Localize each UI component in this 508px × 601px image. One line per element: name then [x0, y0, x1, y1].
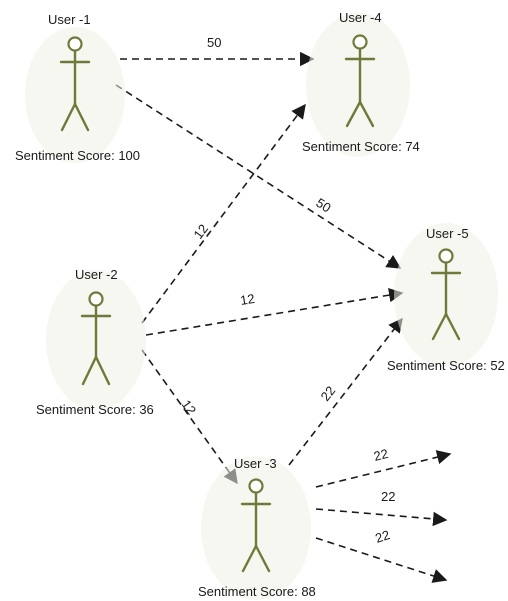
edge-labels: 50 50 12 12 12 22 22 22 22 [179, 35, 396, 546]
edge-label-user3-user5: 22 [318, 383, 339, 404]
edge-label-user3-out-1: 22 [372, 446, 390, 464]
edge-user2-user5 [145, 287, 404, 336]
edge-label-user2-user5: 12 [239, 291, 256, 308]
actor-user-2[interactable]: User -2 Sentiment Score: 36 [36, 267, 154, 417]
edge-user2-user4 [141, 103, 306, 324]
actor-name-user-3: User -3 [234, 456, 277, 471]
user-icon [344, 34, 376, 128]
edge-user1-user5 [115, 84, 402, 269]
user-icon [59, 36, 91, 132]
user-icon [430, 248, 462, 341]
sentiment-score-user-2: Sentiment Score: 36 [36, 402, 154, 417]
sentiment-score-user-1: Sentiment Score: 100 [15, 148, 140, 163]
user-icon [80, 291, 112, 386]
edge-label-user1-user5: 50 [313, 195, 333, 215]
edge-user3-user5 [288, 317, 403, 466]
edges [115, 51, 452, 583]
edge-label-user1-user4: 50 [207, 35, 221, 50]
actor-name-user-5: User -5 [426, 226, 469, 241]
edge-user2-user3 [141, 349, 238, 485]
edge-label-user2-user4: 12 [190, 221, 211, 242]
sentiment-score-user-3: Sentiment Score: 88 [198, 584, 316, 599]
actor-user-5[interactable]: User -5 Sentiment Score: 52 [387, 223, 505, 373]
sentiment-score-user-4: Sentiment Score: 74 [302, 139, 420, 154]
edge-label-user3-out-2: 22 [381, 489, 395, 504]
user-icon [240, 478, 272, 573]
actor-name-user-2: User -2 [75, 267, 118, 282]
actor-name-user-4: User -4 [339, 10, 382, 25]
edge-user3-out-3 [315, 537, 448, 583]
actor-name-user-1: User -1 [48, 12, 91, 27]
actor-user-3[interactable]: User -3 Sentiment Score: 88 [198, 456, 316, 600]
edge-label-user3-out-3: 22 [373, 527, 391, 546]
actor-user-4[interactable]: User -4 Sentiment Score: 74 [302, 10, 420, 157]
sentiment-score-user-5: Sentiment Score: 52 [387, 358, 505, 373]
actor-user-1[interactable]: User -1 Sentiment Score: 100 [15, 12, 140, 163]
edge-label-user2-user3: 12 [179, 397, 200, 418]
edge-user3-out-2 [315, 508, 448, 527]
